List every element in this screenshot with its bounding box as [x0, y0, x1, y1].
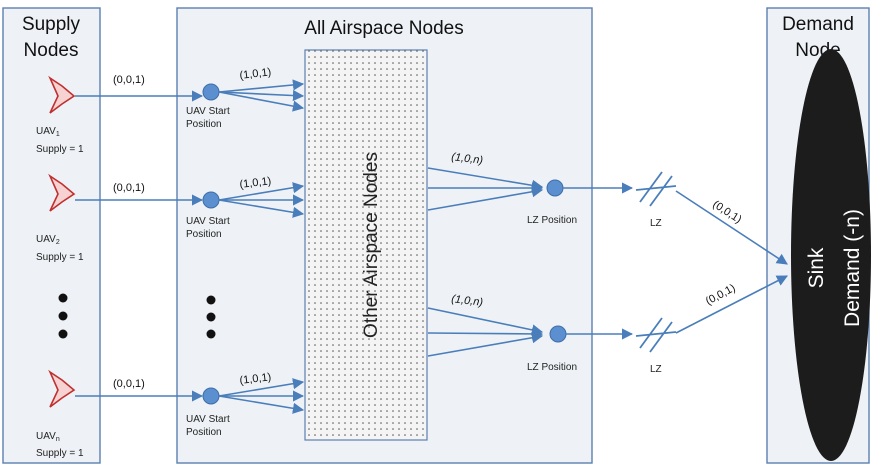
sink-edge-label-upper: (0,0,1) [710, 198, 743, 225]
uav-1-supply: Supply = 1 [36, 144, 84, 155]
uav-1-label: UAV1 [36, 126, 60, 138]
fan-arrow [218, 182, 305, 201]
uav-start-label-1: UAV Start [186, 106, 230, 117]
lz-label-upper: LZ [650, 218, 662, 229]
fan-arrow [218, 199, 305, 218]
uav-start-node-n [202, 387, 220, 405]
lz-label-lower: LZ [650, 364, 662, 375]
sink-label: Sink [805, 247, 828, 288]
lz-in-arrow [427, 307, 544, 336]
lz-to-sink-arrow-lower [675, 275, 788, 334]
lz-in-arrow [427, 167, 544, 191]
uav-start-label-nb: Position [186, 427, 222, 438]
fan-edge-label-2: (1,0,1) [239, 175, 272, 191]
uav-start-label-2b: Position [186, 229, 222, 240]
uav-n-label: UAVn [36, 431, 60, 443]
demand-title-line1: Demand [782, 14, 854, 35]
ellipsis-dot [58, 293, 68, 303]
uav-row-n: UAVn Supply = 1 (0,0,1) UAV Start Positi… [36, 369, 305, 459]
supply-nodes-panel [2, 7, 101, 464]
ellipsis-dot [206, 329, 216, 339]
other-airspace-nodes-label: Other Airspace Nodes [361, 152, 382, 338]
ellipsis-dot [58, 329, 68, 339]
uav-n-supply: Supply = 1 [36, 448, 84, 459]
uav-2-supply: Supply = 1 [36, 252, 84, 263]
supply-edge-label-2: (0,0,1) [113, 182, 145, 194]
uav-start-label-1b: Position [186, 119, 222, 130]
fan-edge-label-1: (1,0,1) [239, 66, 272, 82]
lz-to-sink-arrow-upper [675, 190, 788, 265]
supply-edge-label-n: (0,0,1) [113, 378, 145, 390]
lz-in-arrow [427, 328, 544, 340]
demand-label: Demand (-n) [841, 209, 864, 327]
fan-arrow [218, 79, 305, 93]
lz-position-node-lower [549, 325, 567, 343]
lz-position-node-upper [546, 179, 564, 197]
ellipsis-dot [206, 295, 216, 305]
other-airspace-nodes-box [304, 49, 428, 441]
uav-2-label: UAV2 [36, 234, 60, 246]
fan-arrow [218, 89, 305, 102]
ellipsis-dot [206, 312, 216, 322]
lz-symbol-upper [635, 171, 677, 207]
lz-edge-label-lower: (1,0,n) [451, 293, 484, 309]
lz-in-arrow [427, 186, 544, 211]
uav-start-node-2 [202, 191, 220, 209]
fan-arrow [218, 91, 305, 112]
fan-edge-label-n: (1,0,1) [239, 371, 272, 387]
lz-in-arrow [427, 332, 544, 357]
fan-arrow [218, 378, 305, 397]
lz-position-label-upper: LZ Position [527, 215, 577, 226]
airspace-title: All Airspace Nodes [304, 18, 463, 39]
uav-row-2: UAV2 Supply = 1 (0,0,1) UAV Start Positi… [36, 173, 305, 263]
supply-title-line2: Nodes [24, 40, 79, 61]
uav-start-label-2: UAV Start [186, 216, 230, 227]
uav-start-label-n: UAV Start [186, 414, 230, 425]
sink-node [791, 49, 871, 461]
uav-icon [48, 369, 76, 408]
uav-icon [48, 173, 76, 212]
fan-arrow [218, 395, 305, 414]
uav-row-1: UAV1 Supply = 1 (0,0,1) UAV Start Positi… [36, 66, 305, 155]
uav-start-node-1 [202, 83, 220, 101]
ellipsis-dot [58, 311, 68, 321]
lz-position-label-lower: LZ Position [527, 362, 577, 373]
uav-icon [48, 75, 76, 114]
lz-edge-label-upper: (1,0,n) [451, 151, 484, 167]
supply-title-line1: Supply [22, 14, 81, 35]
lz-symbol-lower [635, 317, 677, 353]
supply-edge-label-1: (0,0,1) [113, 74, 145, 86]
